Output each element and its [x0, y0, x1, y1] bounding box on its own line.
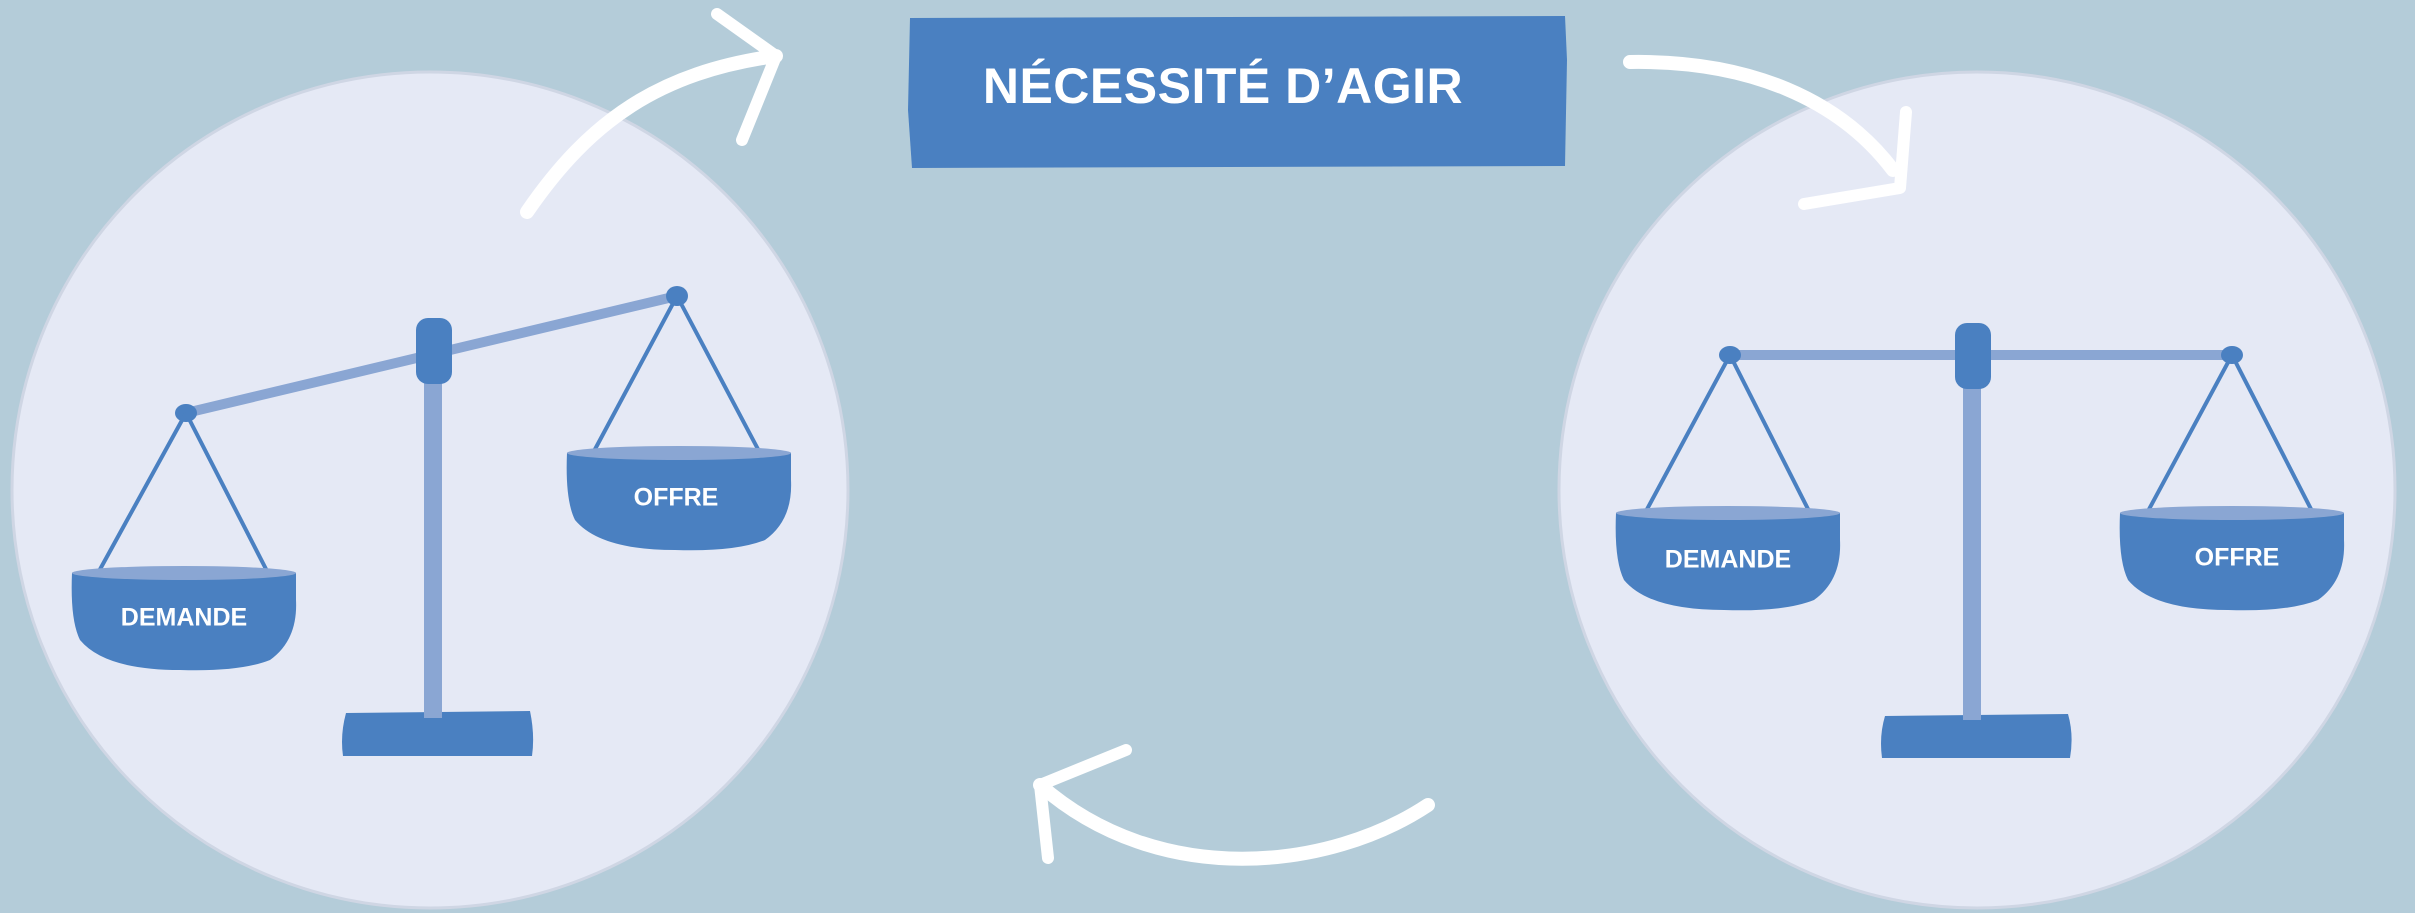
pan-label-offre: OFFRE: [634, 484, 719, 512]
pan-label-demande: DEMANDE: [121, 604, 247, 632]
pan-demande: DEMANDE: [1616, 506, 1840, 610]
pan-demande: DEMANDE: [72, 566, 296, 670]
pan-label-offre: OFFRE: [2195, 544, 2280, 572]
scale-pivot: [416, 318, 452, 384]
title-banner: NÉCESSITÉ D’AGIR: [908, 16, 1567, 168]
title-text: NÉCESSITÉ D’AGIR: [983, 58, 1463, 114]
scale-pillar: [1963, 370, 1981, 720]
pan-label-demande: DEMANDE: [1665, 546, 1791, 574]
unbalanced-scale-group: DEMANDE OFFRE: [12, 72, 848, 908]
scale-pillar: [424, 360, 442, 718]
scale-base: [1881, 714, 2072, 758]
balanced-scale-group: DEMANDE OFFRE: [1559, 72, 2395, 908]
scale-pivot: [1955, 323, 1991, 389]
pan-offre: OFFRE: [567, 446, 791, 550]
curved-arrow-icon: [1040, 750, 1428, 859]
pan-offre: OFFRE: [2120, 506, 2344, 610]
